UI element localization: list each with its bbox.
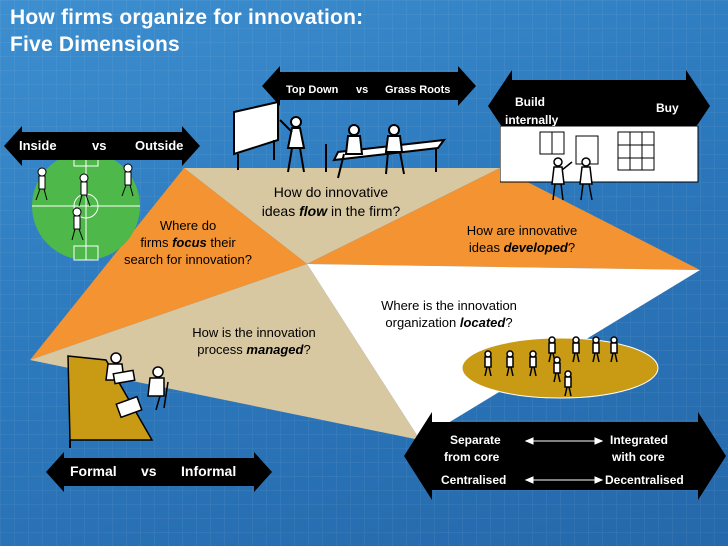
- question-managed-line1: How is the innovation: [192, 325, 316, 340]
- page-title: How firms organize for innovation: Five …: [10, 4, 363, 58]
- develop-right-label: Buy: [656, 101, 679, 115]
- located-arrow: [404, 412, 726, 500]
- wedge-managed: [30, 264, 420, 440]
- develop-left-label-1: Build: [515, 95, 545, 109]
- building-icon: [500, 126, 699, 201]
- team-ellipse-icon: [461, 336, 659, 399]
- question-develop-line1: How are innovative: [466, 223, 578, 238]
- question-located: Where is the innovation organization loc…: [356, 297, 542, 331]
- focus-right-label: Outside: [135, 138, 184, 153]
- question-located-line2: organization located?: [385, 315, 513, 330]
- title-line-2: Five Dimensions: [10, 33, 180, 56]
- flow-right-label: Grass Roots: [385, 84, 451, 96]
- focus-arrow: [4, 126, 200, 166]
- manage-arrow: [46, 452, 272, 492]
- question-flow-line2: ideas flow in the firm?: [261, 203, 401, 219]
- located-right1-line2: with core: [612, 450, 665, 464]
- question-focus-line3: search for innovation?: [124, 252, 252, 267]
- wedge-develop: [307, 168, 700, 270]
- manage-right-label: Informal: [181, 463, 237, 479]
- question-located-line1: Where is the innovation: [381, 298, 517, 313]
- wedge-focus: [30, 168, 307, 360]
- located-left1-line1: Separate: [450, 433, 501, 447]
- flow-left-label: Top Down: [286, 84, 339, 96]
- located-left1-line2: from core: [444, 450, 500, 464]
- question-flow-line1: How do innovative: [273, 184, 389, 200]
- manage-vs-label: vs: [141, 463, 157, 479]
- focus-left-label: Inside: [19, 138, 57, 153]
- question-develop: How are innovative ideas developed?: [442, 222, 602, 256]
- develop-left-label-2: internally: [505, 113, 559, 127]
- located-right2: Decentralised: [605, 473, 684, 487]
- question-focus-line1: Where do: [159, 218, 217, 233]
- question-managed: How is the innovation process managed?: [166, 324, 342, 358]
- title-line-1: How firms organize for innovation:: [10, 6, 364, 29]
- presentation-scene-icon: [233, 100, 446, 179]
- wedge-flow: [184, 168, 500, 264]
- flow-arrow: [262, 66, 476, 106]
- meeting-table-icon: [67, 352, 169, 448]
- located-left2: Centralised: [441, 473, 507, 487]
- question-focus-line2: firms focus their: [140, 235, 236, 250]
- focus-vs-label: vs: [92, 138, 107, 153]
- manage-left-label: Formal: [70, 463, 117, 479]
- question-develop-line2: ideas developed?: [468, 240, 576, 255]
- question-focus: Where do firms focus their search for in…: [98, 217, 278, 268]
- located-right1-line1: Integrated: [610, 433, 669, 447]
- develop-arrow: [488, 70, 710, 142]
- question-flow: How do innovative ideas flow in the firm…: [238, 183, 424, 221]
- flow-vs-label: vs: [356, 84, 369, 96]
- question-managed-line2: process managed?: [197, 342, 311, 357]
